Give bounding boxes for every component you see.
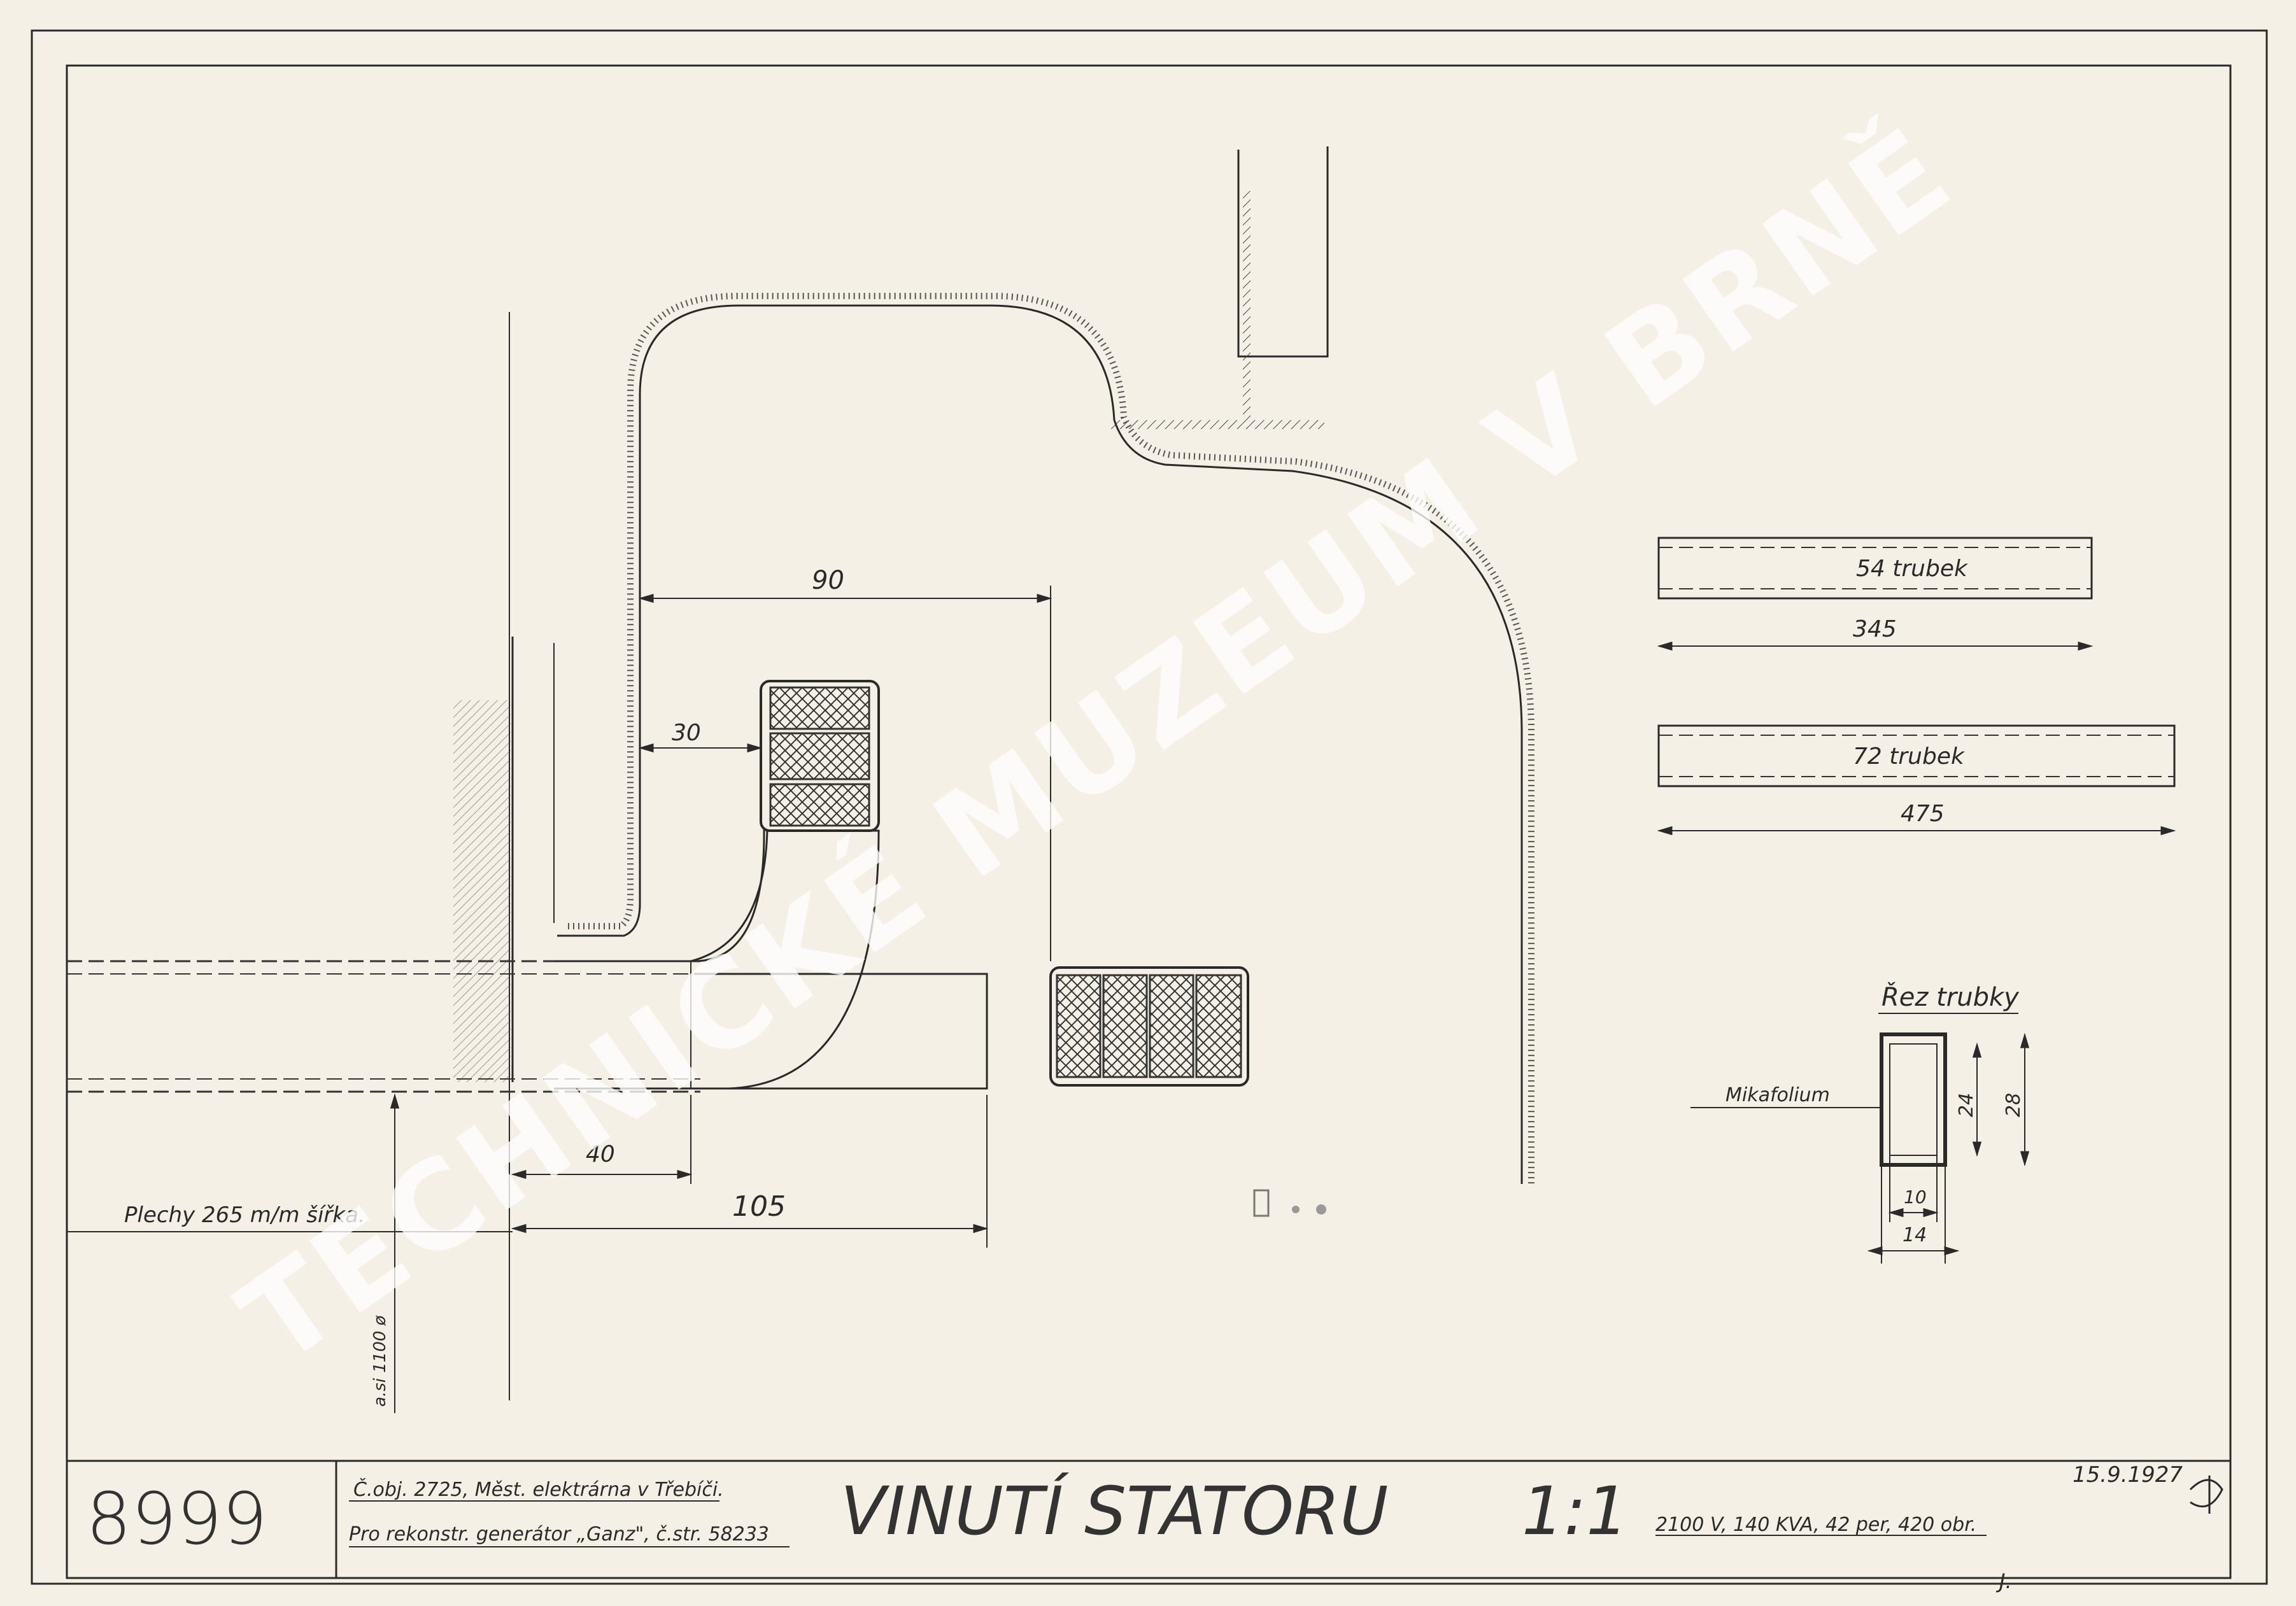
stator-housing bbox=[557, 146, 1534, 1184]
section-inner-width: 10 bbox=[1904, 1187, 1927, 1208]
signature-mark bbox=[2189, 1476, 2223, 1514]
tube-72-label: 72 trubek bbox=[1853, 743, 1966, 770]
section-outer-width: 14 bbox=[1903, 1224, 1927, 1246]
drawing-scale: 1:1 bbox=[1522, 1472, 1628, 1550]
pencil-mark bbox=[1253, 1189, 1326, 1217]
dim-diameter-label: a.si 1100 ø bbox=[371, 1314, 390, 1407]
core-edge bbox=[453, 312, 555, 1400]
dim-40-label: 40 bbox=[586, 1141, 615, 1167]
tube-72-length: 475 bbox=[1901, 801, 1945, 827]
section-inner-height: 24 bbox=[1955, 1093, 1978, 1117]
tube-section: Řez trubky Mikafolium 24 28 10 14 bbox=[1690, 982, 2030, 1264]
dim-90-label: 90 bbox=[812, 566, 844, 595]
drawing-spec: 2100 V, 140 KVA, 42 per, 420 obr. bbox=[1655, 1514, 1976, 1536]
tube-54: 54 trubek 345 bbox=[1657, 537, 2094, 651]
coil-stack-vertical bbox=[760, 680, 880, 832]
tube-54-label: 54 trubek bbox=[1856, 556, 1969, 582]
dimension-40: 40 bbox=[511, 1095, 693, 1184]
drawing-date: 15.9.1927 bbox=[2073, 1462, 2183, 1488]
drawing-number: 8999 bbox=[86, 1478, 267, 1561]
dim-105-label: 105 bbox=[732, 1190, 786, 1223]
dimension-90: 90 bbox=[638, 566, 1052, 961]
drawing-title: VINUTÍ STATORU bbox=[840, 1472, 1388, 1550]
outer-border bbox=[31, 29, 2268, 1585]
tube-72: 72 trubek 475 bbox=[1657, 724, 2176, 836]
inner-border bbox=[66, 64, 2232, 1579]
dim-30-label: 30 bbox=[672, 720, 701, 746]
dimension-30: 30 bbox=[638, 720, 763, 753]
title-block: 8999 Č.obj. 2725, Měst. elektrárna v Tře… bbox=[67, 1460, 2230, 1593]
section-title: Řez trubky bbox=[1881, 982, 2020, 1012]
project-line: Pro rekonstr. generátor „Ganz", č.str. 5… bbox=[349, 1523, 769, 1546]
coil-conductor bbox=[554, 828, 988, 1090]
dimension-105: 105 bbox=[511, 1095, 989, 1248]
sheet-note-label: Plechy 265 m/m šířka. bbox=[124, 1202, 365, 1228]
order-line: Č.obj. 2725, Měst. elektrárna v Třebíči. bbox=[353, 1477, 724, 1501]
section-outer-height: 28 bbox=[2002, 1093, 2025, 1117]
coil-stack-horizontal bbox=[1049, 966, 1249, 1087]
tube-54-length: 345 bbox=[1853, 616, 1897, 642]
dimension-diameter: a.si 1100 ø bbox=[371, 1093, 400, 1413]
section-material: Mikafolium bbox=[1726, 1084, 1830, 1106]
sheet-note: Plechy 265 m/m šířka. bbox=[67, 1202, 513, 1232]
